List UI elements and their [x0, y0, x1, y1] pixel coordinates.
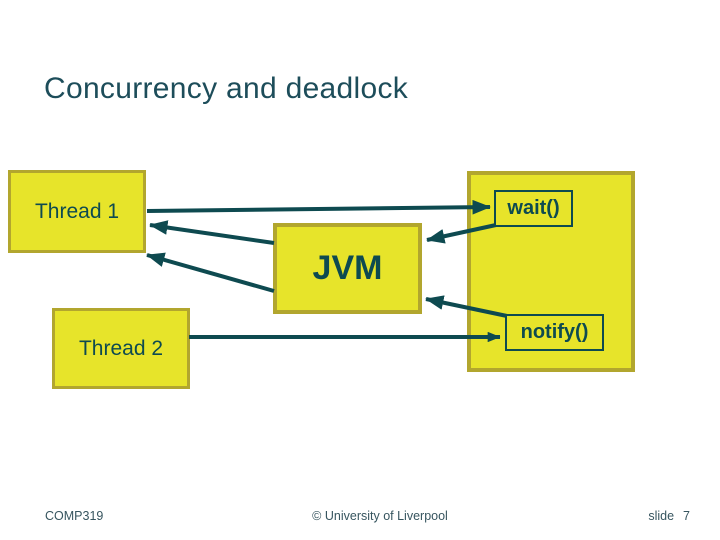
- footer-slide-label: slide: [648, 509, 675, 523]
- node-notify: notify(): [505, 314, 604, 351]
- slide-footer: COMP319 © University of Liverpool slide …: [0, 509, 720, 529]
- node-notify-label: notify(): [520, 321, 589, 343]
- node-wait-label: wait(): [507, 197, 560, 219]
- node-wait: wait(): [494, 190, 573, 227]
- arrow-thread1-to-wait: [146, 199, 491, 215]
- arrow-jvm-to-thread1-upper: [149, 220, 275, 245]
- node-jvm: JVM: [273, 223, 422, 314]
- node-jvm-label: JVM: [312, 249, 383, 287]
- slide-title: Concurrency and deadlock: [44, 72, 409, 105]
- arrow-jvm-to-thread1-lower: [146, 252, 275, 293]
- footer-slide-number: 7: [683, 509, 690, 523]
- node-thread2-label: Thread 2: [78, 336, 164, 360]
- footer-course-code: COMP319: [45, 509, 104, 523]
- node-thread1-label: Thread 1: [34, 199, 120, 223]
- node-thread2: Thread 2: [52, 308, 190, 389]
- footer-page-indicator: slide 7: [648, 509, 690, 523]
- footer-copyright: © University of Liverpool: [312, 509, 448, 523]
- node-thread1: Thread 1: [8, 170, 146, 253]
